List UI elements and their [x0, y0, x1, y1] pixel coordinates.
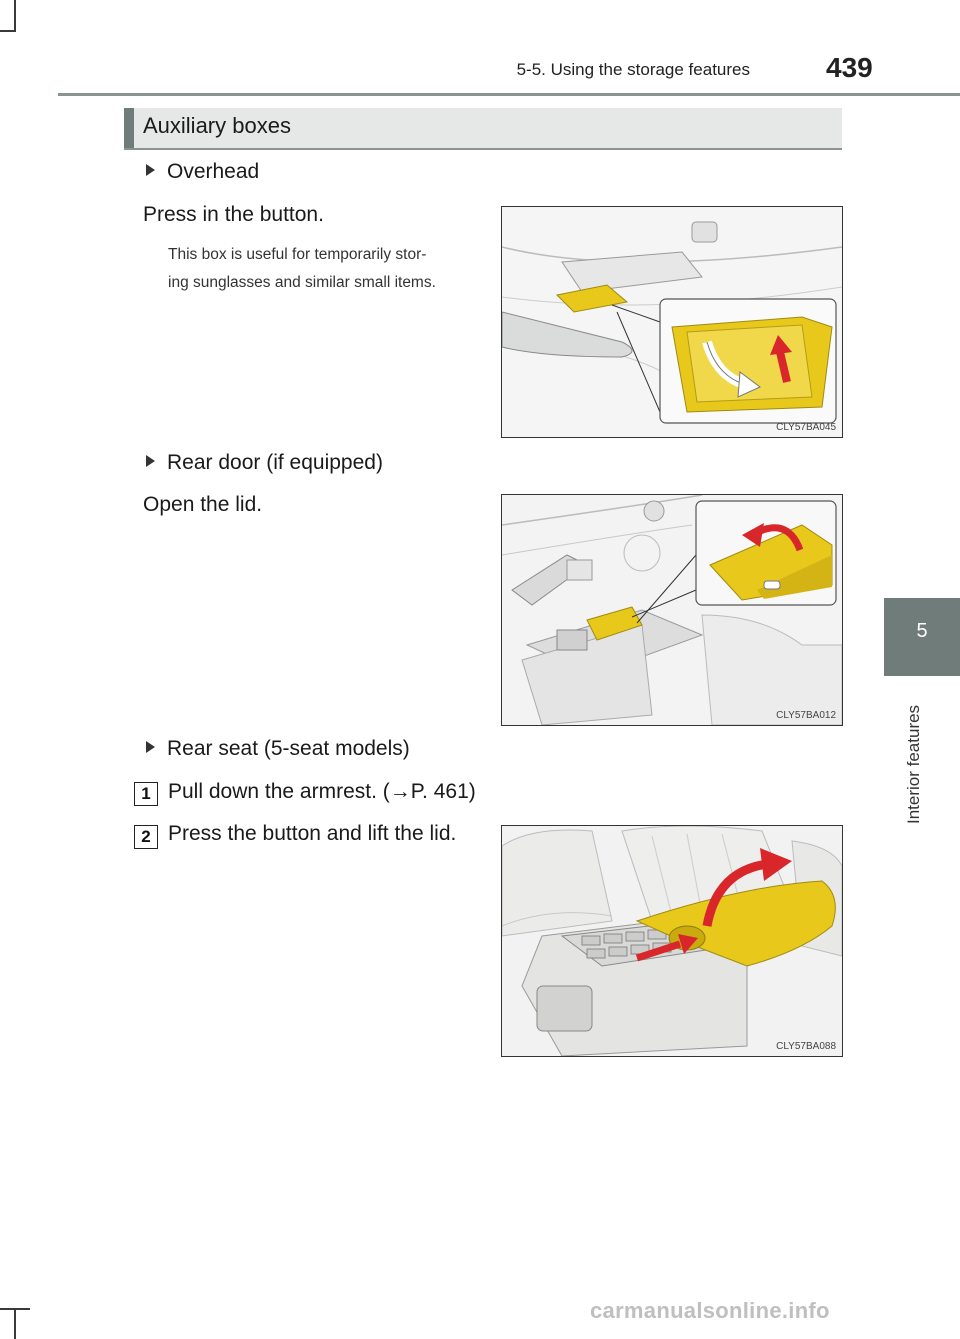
- figure-code: CLY57BA045: [776, 422, 836, 433]
- chapter-tab: [884, 598, 960, 676]
- page-number: 439: [826, 52, 873, 83]
- header-rule: [58, 93, 960, 96]
- bullet-rear-seat: Rear seat (5-seat models): [146, 737, 410, 761]
- section-heading-accent: [124, 108, 134, 148]
- chapter-number: 5: [916, 620, 928, 642]
- step-1-text: Pull down the armrest. (→P. 461): [168, 780, 476, 803]
- section-heading: Auxiliary boxes: [143, 113, 291, 138]
- instruction-overhead: Press in the button.: [143, 203, 324, 226]
- bullet-triangle-icon: [146, 164, 155, 177]
- running-header-section: 5-5. Using the storage features: [516, 60, 750, 79]
- bullet-triangle-icon: [146, 741, 155, 754]
- step-2-text: Press the button and lift the lid.: [168, 822, 457, 845]
- figure-code: CLY57BA088: [776, 1041, 836, 1052]
- step-number-2: 2: [134, 825, 158, 849]
- bullet-rear-door: Rear door (if equipped): [146, 451, 383, 475]
- crop-mark-top-left-h: [0, 30, 16, 32]
- figure-overhead-box: CLY57BA045: [501, 206, 843, 438]
- watermark: carmanualsonline.info: [590, 1298, 830, 1323]
- figure-rear-door-box: CLY57BA012: [501, 494, 843, 726]
- figure-rear-seat-box: CLY57BA088: [501, 825, 843, 1057]
- crop-mark-top-left-v: [14, 0, 16, 30]
- instruction-rear-door: Open the lid.: [143, 493, 263, 516]
- note-line: ing sunglasses and similar small items.: [168, 274, 436, 291]
- figure-code: CLY57BA012: [776, 710, 836, 721]
- bullet-overhead: Overhead: [146, 160, 259, 184]
- rear-door-illustration: [502, 495, 842, 725]
- rear-seat-illustration: [502, 826, 842, 1056]
- note-overhead: This box is useful for temporarily stor-…: [168, 241, 508, 297]
- chapter-title-vertical: Interior features: [866, 694, 926, 824]
- crop-mark-bottom-left-v: [14, 1308, 16, 1339]
- overhead-illustration: [502, 207, 842, 437]
- note-line: This box is useful for temporarily stor-: [168, 246, 427, 263]
- crop-mark-bottom-left-h: [0, 1308, 30, 1310]
- section-heading-bar: Auxiliary boxes: [124, 108, 842, 150]
- chapter-title: Interior features: [904, 704, 923, 824]
- bullet-triangle-icon: [146, 455, 155, 468]
- step-number-1: 1: [134, 782, 158, 806]
